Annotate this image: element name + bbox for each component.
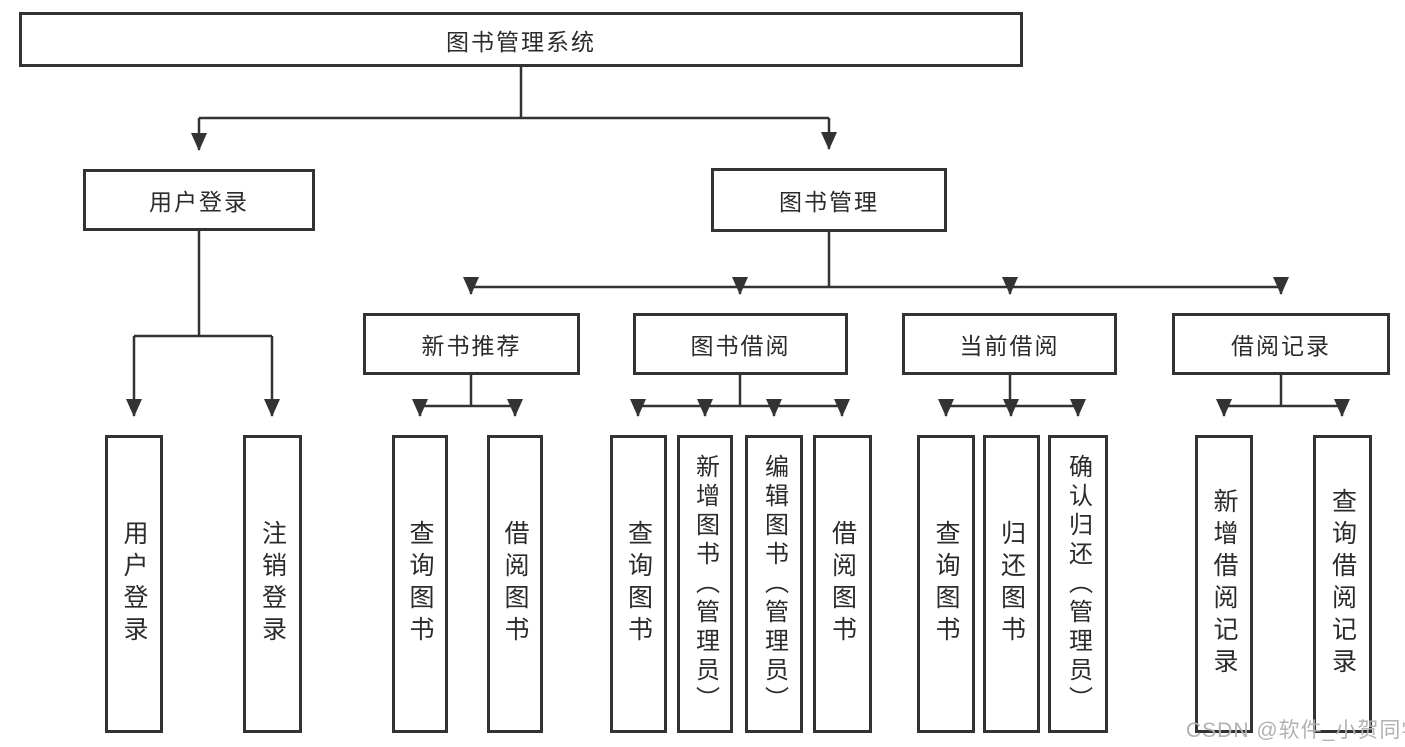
- node-login: 用户登录: [105, 435, 163, 733]
- connector-book-mgmt-to-level3: [463, 232, 1289, 295]
- node-confirm-return-admin: 确认归还（管理员）: [1048, 435, 1108, 733]
- node-query-books-current: 查询图书: [917, 435, 975, 733]
- node-borrow-books-borrow: 借阅图书: [813, 435, 872, 733]
- node-query-borrow-record: 查询借阅记录: [1313, 435, 1372, 733]
- node-current-borrowing: 当前借阅: [902, 313, 1117, 375]
- connector-current-borrow-children: [938, 375, 1086, 417]
- connector-borrow-record-children: [1216, 375, 1350, 417]
- node-library-management-system: 图书管理系统: [19, 12, 1023, 67]
- node-book-borrowing: 图书借阅: [633, 313, 848, 375]
- csdn-watermark: CSDN @软件_小贺同学: [1186, 719, 1405, 742]
- node-borrow-books-recommend: 借阅图书: [487, 435, 543, 733]
- node-add-borrow-record: 新增借阅记录: [1195, 435, 1253, 733]
- node-borrowing-records: 借阅记录: [1172, 313, 1390, 375]
- node-query-books-borrow: 查询图书: [610, 435, 667, 733]
- connector-new-book-children: [412, 375, 523, 417]
- node-return-book: 归还图书: [983, 435, 1040, 733]
- connector-book-borrow-children: [630, 375, 850, 417]
- node-add-book-admin: 新增图书（管理员）: [677, 435, 733, 733]
- node-query-books-recommend: 查询图书: [392, 435, 448, 733]
- node-logout: 注销登录: [243, 435, 302, 733]
- node-user-login-branch: 用户登录: [83, 169, 315, 231]
- connector-root-to-level2: [191, 67, 837, 151]
- connector-user-login-children: [126, 231, 280, 417]
- node-new-book-recommend: 新书推荐: [363, 313, 580, 375]
- node-edit-book-admin: 编辑图书（管理员）: [745, 435, 803, 733]
- node-book-management-branch: 图书管理: [711, 168, 947, 232]
